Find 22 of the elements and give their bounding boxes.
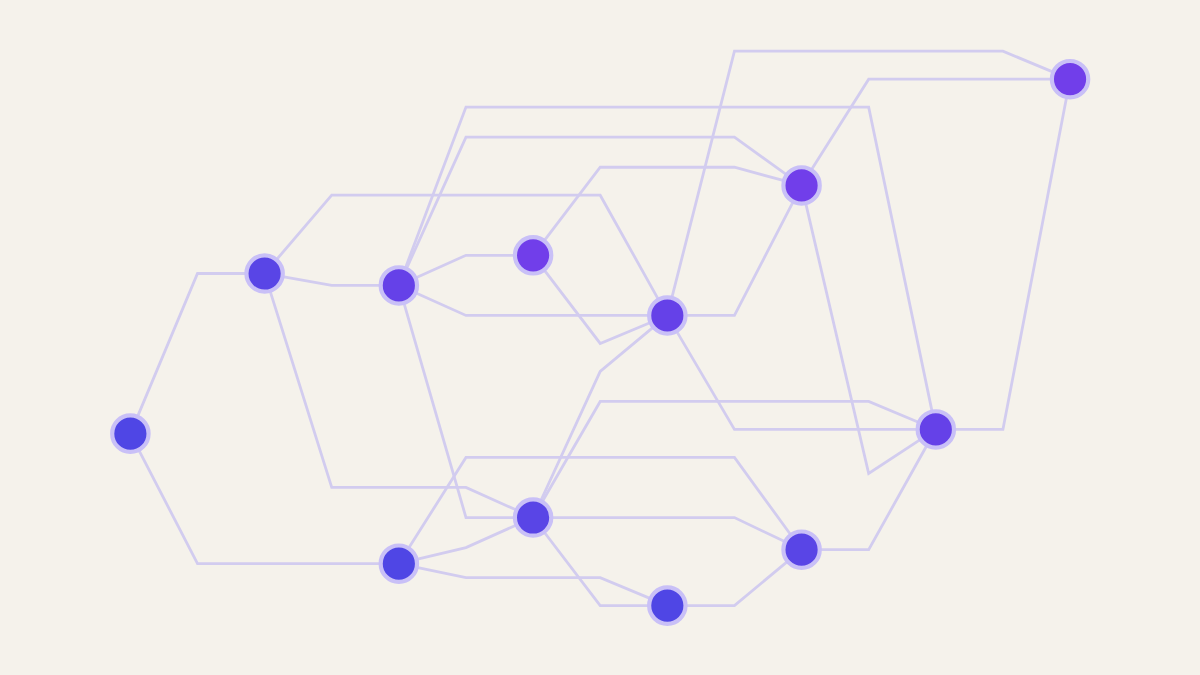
node-circle: [109, 413, 151, 454]
connector-line: [551, 516, 786, 544]
node-circle: [244, 253, 285, 294]
connector-line: [539, 326, 655, 502]
node-circle: [781, 529, 822, 570]
connector-line: [542, 268, 651, 346]
connector-line: [542, 531, 649, 607]
connector-line: [275, 193, 660, 301]
node-circle: [646, 295, 688, 336]
node-circle: [512, 235, 554, 276]
node-circle: [646, 585, 688, 626]
node-circle: [915, 409, 956, 450]
connector-line: [416, 523, 517, 561]
connector-line: [407, 456, 792, 550]
node-circle: [512, 497, 554, 538]
connector-line: [268, 290, 517, 512]
connector-line: [416, 566, 651, 600]
node-circle: [781, 165, 822, 206]
node-circle: [1049, 58, 1091, 100]
connector-line: [540, 400, 920, 503]
node-circle: [378, 543, 419, 584]
node-circle: [378, 265, 419, 306]
